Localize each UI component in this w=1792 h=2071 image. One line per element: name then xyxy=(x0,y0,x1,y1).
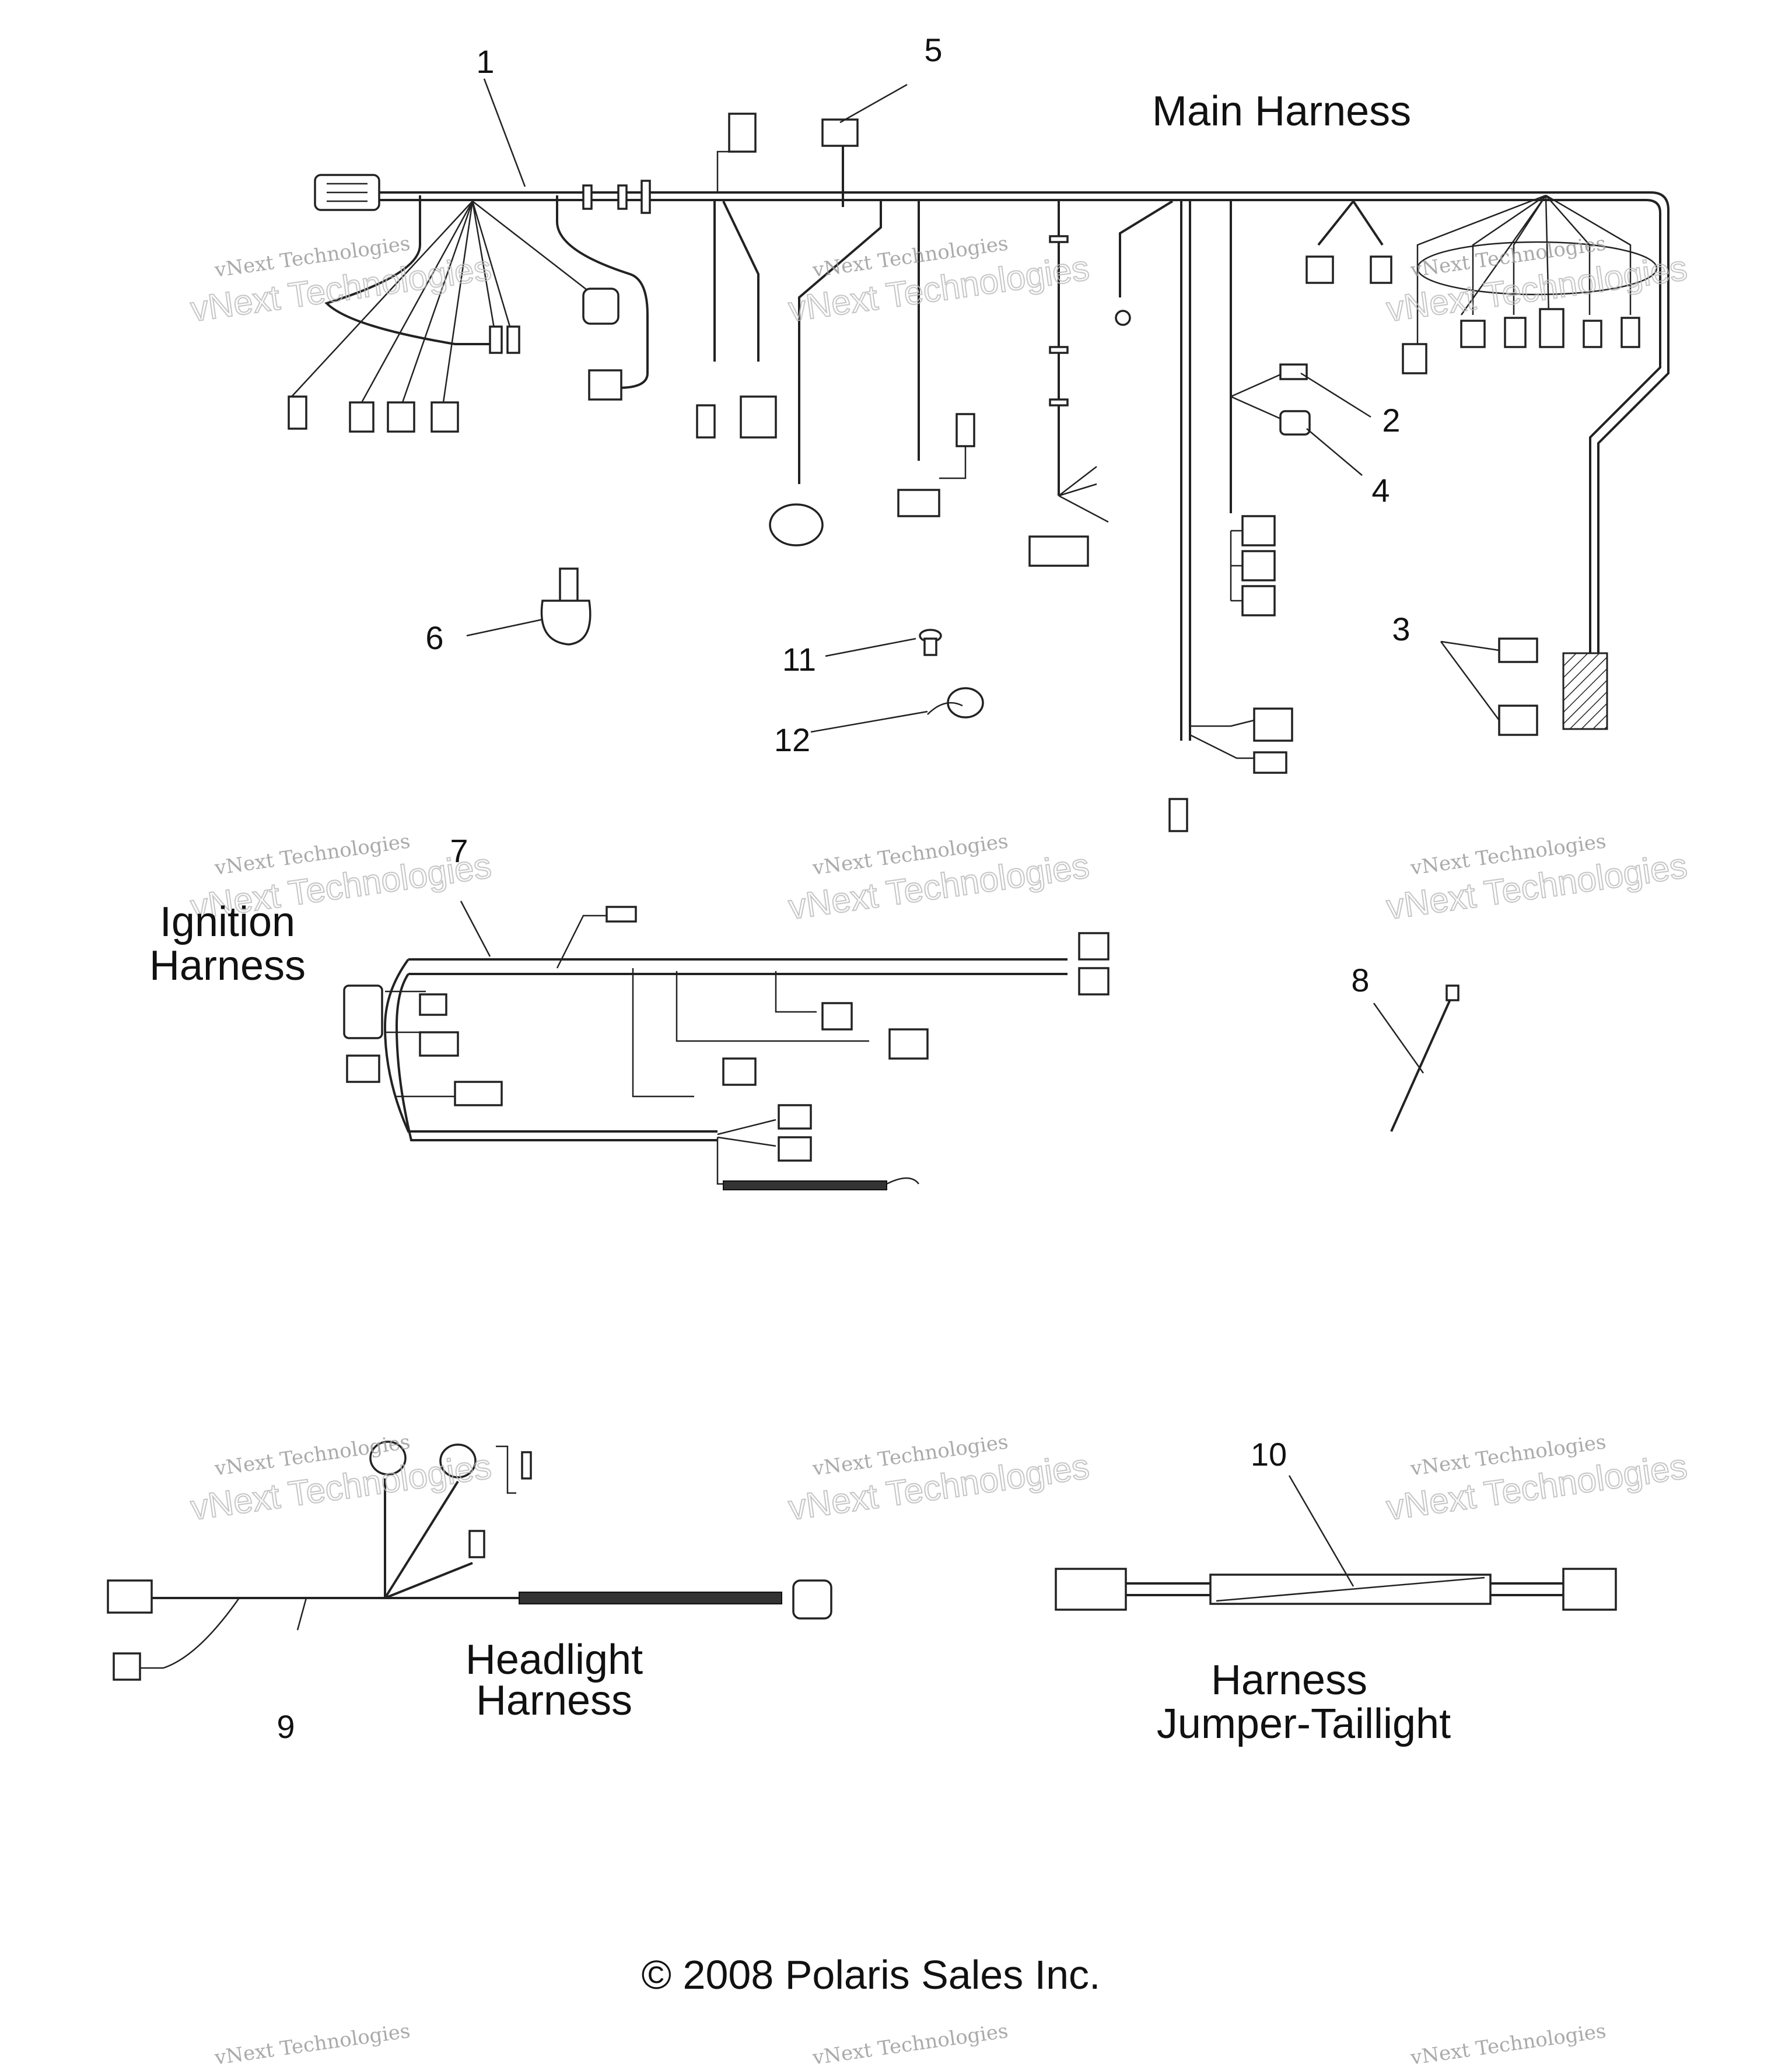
connector-icon xyxy=(454,1081,503,1106)
connector-icon xyxy=(1055,1568,1127,1611)
watermark-text: vNext Technologies xyxy=(1409,2019,1608,2070)
connector-icon xyxy=(1028,535,1089,567)
connector-icon xyxy=(419,993,447,1016)
connector-icon xyxy=(722,1057,757,1086)
callout-12: 12 xyxy=(774,721,810,758)
connector-icon xyxy=(1168,798,1188,832)
callout-6: 6 xyxy=(425,619,443,656)
connector-icon xyxy=(696,404,716,439)
part-8-icon xyxy=(1373,984,1460,1132)
connector-icon xyxy=(1370,255,1392,284)
connector-icon xyxy=(430,401,459,433)
part-5-icon xyxy=(821,118,859,147)
callout-7: 7 xyxy=(450,832,468,869)
relay-icon xyxy=(1241,515,1276,546)
part-12-icon xyxy=(927,687,984,719)
connector-icon xyxy=(1306,255,1334,284)
connector-icon xyxy=(1460,320,1486,348)
relay-icon xyxy=(728,113,757,153)
round-connector-icon xyxy=(769,503,824,546)
relay-icon xyxy=(1241,585,1276,616)
jumper-taillight-title-line2: Jumper-Taillight xyxy=(1157,1701,1451,1747)
connector-icon xyxy=(778,1136,812,1162)
connector-icon xyxy=(888,1028,929,1060)
jumper-taillight-harness xyxy=(1055,1475,1617,1611)
connector-icon xyxy=(1504,317,1527,348)
callout-9: 9 xyxy=(276,1708,295,1745)
hatched-block-icon xyxy=(1562,652,1608,730)
connector-icon xyxy=(1583,320,1602,348)
connector-icon xyxy=(468,1530,485,1558)
connector-icon xyxy=(288,395,307,430)
connector-icon xyxy=(489,325,503,354)
jumper-taillight-title-line1: Harness xyxy=(1211,1657,1367,1704)
part-4-icon xyxy=(1279,410,1311,436)
callout-3: 3 xyxy=(1392,611,1410,647)
main-harness xyxy=(288,78,1670,832)
relay-icon xyxy=(1241,550,1276,581)
bulb-socket-icon xyxy=(369,1441,407,1476)
connector-icon xyxy=(1253,707,1293,742)
connector-icon xyxy=(588,369,622,401)
callout-5: 5 xyxy=(924,31,942,68)
part-11-icon xyxy=(919,629,942,656)
watermark-text: vNext Technologies xyxy=(213,2019,412,2070)
sensor-icon xyxy=(897,489,940,517)
headlight-harness-title-line2: Harness xyxy=(476,1677,632,1724)
connector-icon xyxy=(346,1054,380,1083)
connector-icon xyxy=(349,401,374,433)
headlight-harness xyxy=(107,1441,832,1681)
callout-10: 10 xyxy=(1251,1436,1287,1473)
headlamp-connector-icon xyxy=(792,1579,832,1620)
connector-icon xyxy=(1620,317,1640,348)
copyright-text: © 2008 Polaris Sales Inc. xyxy=(642,1952,1101,1998)
callout-2: 2 xyxy=(1382,402,1400,439)
callout-1: 1 xyxy=(476,43,494,80)
headlight-harness-title-line1: Headlight xyxy=(466,1637,643,1683)
connector-icon xyxy=(582,288,620,325)
part-3-icon xyxy=(1498,637,1538,663)
bulb-socket-icon xyxy=(439,1443,477,1478)
main-harness-title: Main Harness xyxy=(1152,88,1411,135)
connector-icon xyxy=(113,1652,141,1681)
callout-4: 4 xyxy=(1371,472,1390,509)
connector-icon xyxy=(1078,967,1110,996)
part-6-icon xyxy=(540,567,592,646)
connector-icon xyxy=(778,1104,812,1130)
connector-icon xyxy=(419,1031,459,1057)
connector-icon xyxy=(740,395,777,439)
part-2-icon xyxy=(1279,363,1308,380)
connector-icon xyxy=(1253,751,1287,774)
ignition-harness-title-line2: Harness xyxy=(149,942,306,989)
ignition-switch-icon xyxy=(343,984,383,1039)
connector-icon xyxy=(1078,932,1110,961)
connector-icon xyxy=(107,1579,153,1614)
callout-8: 8 xyxy=(1351,962,1369,998)
part-3-icon xyxy=(1498,705,1538,736)
watermark-text: vNext Technologies xyxy=(811,2019,1010,2070)
connector-icon xyxy=(387,401,415,433)
connector-icon xyxy=(506,325,520,354)
ignition-harness xyxy=(343,900,1110,1190)
connector-icon xyxy=(1562,1568,1617,1611)
connector-icon xyxy=(1539,308,1564,348)
callout-11: 11 xyxy=(782,641,816,678)
connector-icon xyxy=(821,1002,853,1031)
connector-icon xyxy=(1402,343,1427,374)
ignition-harness-title-line1: Ignition xyxy=(160,899,295,945)
